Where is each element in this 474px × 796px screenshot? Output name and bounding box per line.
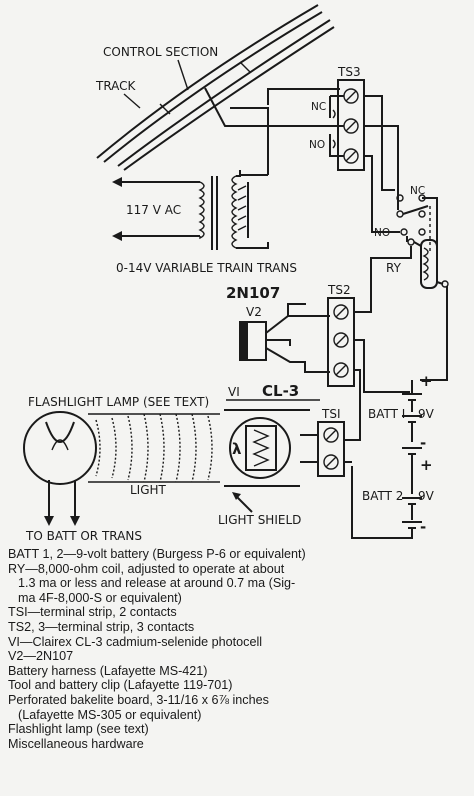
ts1-label: TSI xyxy=(321,407,341,421)
relay-coil xyxy=(407,238,449,289)
part-description: BATT 1, 2—9-volt battery (Burgess P-6 or… xyxy=(8,547,306,561)
light-beam xyxy=(88,413,220,483)
ts3-nc-label: NC xyxy=(311,101,326,113)
parts-list-item: Perforated bakelite board, 3-11/16 x 6⅞ … xyxy=(8,693,468,722)
part-description-continued: 1.3 ma or less and release at around 0.7… xyxy=(18,576,296,591)
ts1-terminal-strip xyxy=(300,421,352,477)
batt2-voltage: 9V xyxy=(418,489,435,503)
part-description: TSI—terminal strip, 2 contacts xyxy=(8,605,177,620)
part-description-continued: ma 4F-8,000-S or equivalent) xyxy=(18,590,182,605)
flashlight-lamp xyxy=(23,411,97,526)
parts-list-item: TS2, 3—terminal strip, 3 contacts xyxy=(8,620,468,635)
ts2-label: TS2 xyxy=(327,283,351,297)
parts-list-item: Miscellaneous hardware xyxy=(8,737,468,752)
parts-list-item: RY—8,000-ohm coil, adjusted to operate a… xyxy=(8,562,468,606)
ts3-relay-wires xyxy=(364,95,400,233)
ry-label: RY xyxy=(386,261,402,275)
cl3-label: CL-3 xyxy=(262,382,299,400)
parts-list-item: Battery harness (Lafayette MS-421) xyxy=(8,664,468,679)
control-section-label: CONTROL SECTION xyxy=(103,45,218,59)
batt1-plus: + xyxy=(420,372,433,390)
battery-stack xyxy=(351,286,448,539)
batt2-minus: - xyxy=(420,518,426,536)
ts3-label: TS3 xyxy=(337,65,361,79)
part-description: Perforated bakelite board, 3-11/16 x 6⅞ … xyxy=(8,692,269,707)
parts-list-item: Flashlight lamp (see text) xyxy=(8,722,468,737)
transformer-label: 0-14V VARIABLE TRAIN TRANS xyxy=(116,261,297,275)
track-rails xyxy=(96,4,335,171)
part-description: TS2, 3—terminal strip, 3 contacts xyxy=(8,619,195,634)
to-batt-label: TO BATT OR TRANS xyxy=(25,529,142,543)
light-shield-label: LIGHT SHIELD xyxy=(218,513,301,527)
part-description: Battery harness (Lafayette MS-421) xyxy=(8,663,208,678)
parts-list-item: BATT 1, 2—9-volt battery (Burgess P-6 or… xyxy=(8,547,468,562)
track-feeder-wires xyxy=(204,87,340,176)
batt1-voltage: 9V xyxy=(418,407,435,421)
flashlight-lamp-label: FLASHLIGHT LAMP (SEE TEXT) xyxy=(28,395,209,409)
ac-input-arrows xyxy=(112,177,200,241)
parts-list-item: V2—2N107 xyxy=(8,649,468,664)
relay-contacts xyxy=(396,194,438,260)
transistor-type-label: 2N107 xyxy=(226,284,280,302)
v1-label: VI xyxy=(228,385,240,399)
wiring-schematic: CONTROL SECTION TRACK TS3 NC NO NC xyxy=(23,4,449,543)
parts-list-item: Tool and battery clip (Lafayette 119-701… xyxy=(8,678,468,693)
batt1-label: BATT I xyxy=(368,407,405,421)
lambda-symbol: λ xyxy=(232,440,242,458)
ts3-no-label: NO xyxy=(309,139,325,151)
transistor-v2 xyxy=(239,303,330,373)
parts-list-item: TSI—terminal strip, 2 contacts xyxy=(8,605,468,620)
parts-list: BATT 1, 2—9-volt battery (Burgess P-6 or… xyxy=(8,547,468,751)
part-description: RY—8,000-ohm coil, adjusted to operate a… xyxy=(8,561,285,576)
batt2-plus: + xyxy=(420,456,433,474)
batt2-label: BATT 2 xyxy=(362,489,403,503)
part-description-continued: (Lafayette MS-305 or equivalent) xyxy=(18,707,202,722)
photocell-v1 xyxy=(224,409,310,487)
part-description: V2—2N107 xyxy=(8,649,74,664)
part-description: Tool and battery clip (Lafayette 119-701… xyxy=(8,678,233,693)
relay-nc-label: NC xyxy=(410,185,425,197)
parts-list-item: VI—Clairex CL-3 cadmium-selenide photoce… xyxy=(8,635,468,650)
v2-label: V2 xyxy=(246,305,262,319)
ts2-terminal-strip xyxy=(327,246,412,441)
batt1-minus: - xyxy=(420,434,426,452)
part-description: VI—Clairex CL-3 cadmium-selenide photoce… xyxy=(8,634,263,649)
relay-no-label: NO xyxy=(374,227,390,239)
part-description: Miscellaneous hardware xyxy=(8,736,144,751)
part-description: Flashlight lamp (see text) xyxy=(8,722,149,737)
track-label: TRACK xyxy=(95,79,137,93)
train-transformer xyxy=(198,170,269,250)
ac-input-label: 117 V AC xyxy=(126,203,181,217)
light-label: LIGHT xyxy=(130,483,167,497)
